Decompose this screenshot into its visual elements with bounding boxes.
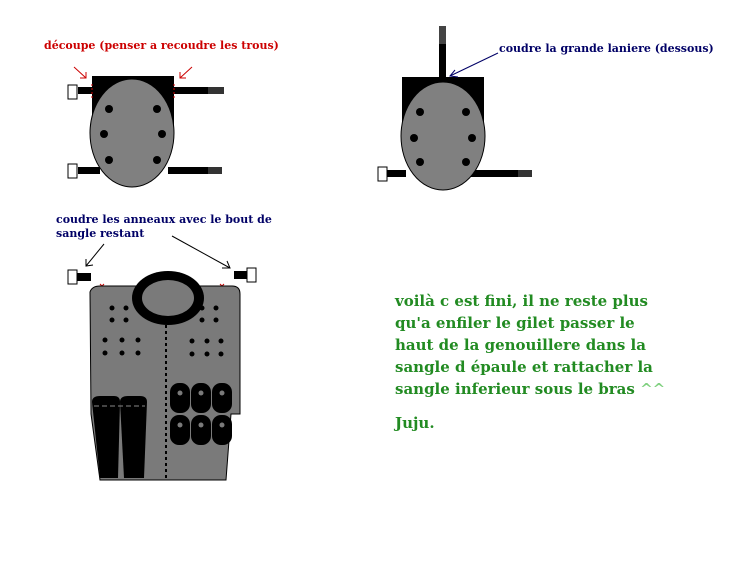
vest-drawing bbox=[67, 235, 257, 481]
message-line-4: sangle d épaule et rattacher la bbox=[395, 358, 653, 376]
cut-arrow-right bbox=[179, 66, 193, 79]
strap-top-left bbox=[78, 87, 98, 94]
buckle-bottom-left bbox=[67, 163, 78, 179]
message-line-5-text: sangle inferieur sous le bras bbox=[395, 380, 641, 398]
smiley: ^^ bbox=[640, 380, 666, 398]
strap-end-bottom-right bbox=[208, 167, 222, 174]
long-strap bbox=[439, 26, 446, 78]
rings-note-line1: coudre les anneaux avec le bout de bbox=[56, 213, 272, 226]
kneepad-cut-drawing bbox=[67, 66, 224, 188]
kneepad-long-strap-drawing bbox=[377, 26, 532, 191]
strap-top-right bbox=[170, 87, 208, 94]
message-line-2: qu'a enfiler le gilet passer le bbox=[395, 314, 635, 332]
strap-bottom-right bbox=[168, 167, 208, 174]
rings-note-label: coudre les anneaux avec le bout de sangl… bbox=[56, 213, 272, 241]
message-line-5: sangle inferieur sous le bras ^^ bbox=[395, 378, 665, 400]
sew-arrow bbox=[449, 52, 499, 77]
signature: Juju. bbox=[395, 414, 435, 432]
buckle-bottom-left bbox=[377, 166, 388, 182]
rings-note-line2: sangle restant bbox=[56, 227, 145, 240]
ring-right bbox=[246, 267, 257, 283]
strap-bottom-left bbox=[384, 170, 406, 177]
vest-pockets-left bbox=[92, 396, 147, 478]
vest-pockets-right bbox=[170, 383, 232, 445]
cut-note-label: découpe (penser a recoudre les trous) bbox=[44, 39, 279, 52]
strap-end-top-right bbox=[208, 87, 224, 94]
final-message: voilà c est fini, il ne reste plus qu'a … bbox=[395, 290, 665, 434]
buckle-top-left bbox=[67, 84, 78, 100]
message-line-3: haut de la genouillere dans la bbox=[395, 336, 646, 354]
strap-bottom-right bbox=[470, 170, 518, 177]
sew-strap-note-label: coudre la grande laniere (dessous) bbox=[499, 42, 714, 55]
rings-arrow-left bbox=[85, 243, 105, 267]
rings-arrow-right bbox=[171, 235, 231, 269]
ring-left bbox=[67, 269, 78, 285]
cut-arrow-left bbox=[73, 66, 87, 79]
strap-bottom-left bbox=[78, 167, 100, 174]
message-line-1: voilà c est fini, il ne reste plus bbox=[395, 292, 648, 310]
